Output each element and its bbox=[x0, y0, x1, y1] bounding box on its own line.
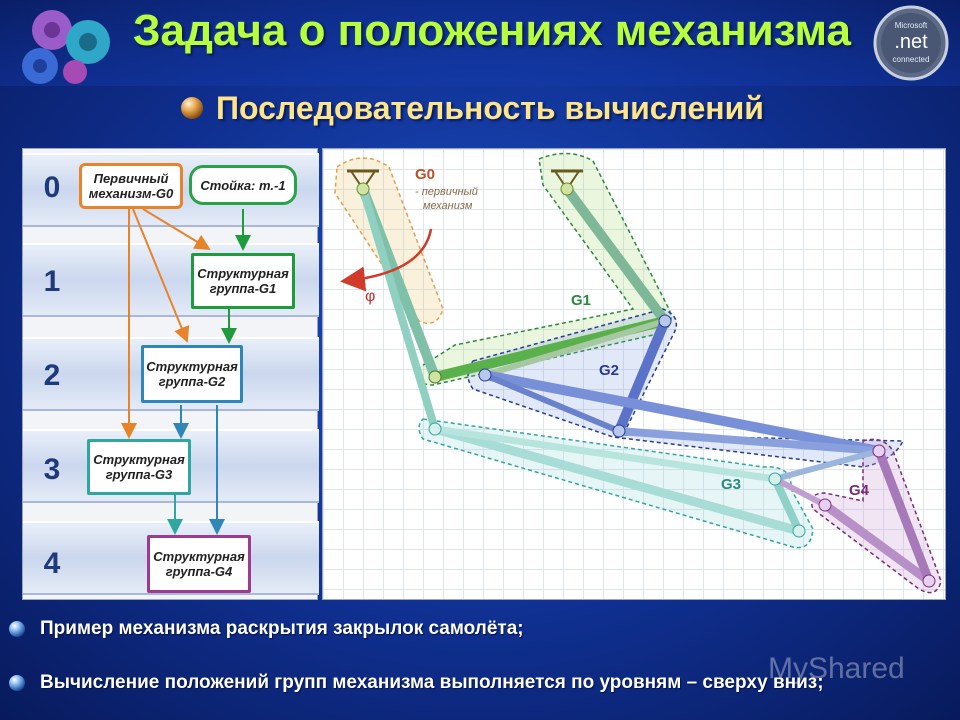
level-number-1: 1 bbox=[43, 265, 61, 298]
joint-d bbox=[478, 368, 492, 382]
link-g3-d bbox=[772, 448, 882, 482]
level-number-4: 4 bbox=[43, 547, 61, 580]
g0-desc-line1: - первичный bbox=[415, 186, 478, 198]
badge-brand-text: .net bbox=[894, 31, 928, 53]
link-g3-a bbox=[430, 424, 804, 536]
spacer bbox=[275, 309, 295, 324]
g0-label: G0 bbox=[415, 166, 435, 183]
g1-label: G1 bbox=[571, 292, 591, 309]
joint-k bbox=[818, 498, 832, 512]
g2-label: G2 bbox=[599, 362, 619, 379]
g3-box-line2: группа-G3 bbox=[105, 467, 173, 482]
watermark: MyShared bbox=[768, 652, 905, 685]
g2-box-line2: группа-G2 bbox=[158, 374, 226, 389]
badge-top-text: Microsoft bbox=[895, 21, 928, 30]
bullet-item-1: Пример механизма раскрытия закрылок само… bbox=[8, 618, 958, 640]
page-title: Задача о положениях механизма bbox=[132, 6, 851, 55]
header-band bbox=[0, 0, 960, 86]
stand-box-text: Стойка: т.-1 bbox=[200, 177, 286, 193]
link-g2-c bbox=[615, 427, 883, 455]
mechanism-drawing: G0 - первичный механизм φ G1 G2 G3 G4 bbox=[334, 152, 942, 594]
bullet-text-2: Вычисление положений групп механизма вып… bbox=[40, 672, 824, 693]
dotnet-connected-badge: Microsoft .net connected bbox=[873, 5, 949, 81]
link-g4-a bbox=[820, 500, 934, 586]
g3-box-line1: Структурная bbox=[93, 452, 185, 467]
link-g3-c bbox=[771, 475, 803, 535]
joint-b bbox=[560, 182, 574, 196]
gears-logo-icon bbox=[22, 10, 110, 84]
joint-h bbox=[768, 472, 782, 486]
mechanism-panel: G0 - первичный механизм φ G1 G2 G3 G4 bbox=[322, 148, 946, 600]
stand-box: Стойка: т.-1 bbox=[189, 165, 297, 205]
joint-f bbox=[612, 424, 626, 438]
link-g2-d bbox=[482, 372, 622, 434]
sphere-bullet-icon bbox=[9, 675, 25, 691]
subtitle: Последовательность вычислений bbox=[216, 89, 764, 126]
g1-box-line1: Структурная bbox=[197, 266, 289, 281]
joint-l bbox=[922, 574, 936, 588]
sphere-bullet-icon bbox=[181, 97, 203, 119]
joint-j bbox=[872, 444, 886, 458]
g4-box-line2: группа-G4 bbox=[165, 564, 233, 579]
joint-c bbox=[428, 370, 442, 384]
arrow-g0-g1 bbox=[142, 208, 211, 251]
link-crank-2 bbox=[359, 185, 439, 433]
primary-box-line1: Первичный bbox=[93, 171, 169, 186]
g4-label: G4 bbox=[849, 482, 870, 499]
bullet-item-2: Вычисление положений групп механизма вып… bbox=[8, 672, 958, 694]
g2-box-line1: Структурная bbox=[146, 359, 238, 374]
link-g4-b bbox=[874, 446, 934, 586]
link-g4-c bbox=[772, 476, 828, 508]
subtitle-row: Последовательность вычислений bbox=[180, 88, 764, 128]
level-number-3: 3 bbox=[43, 453, 61, 486]
g1-box-line2: группа-G1 bbox=[209, 281, 277, 296]
level-number-2: 2 bbox=[43, 359, 61, 392]
level-number-0: 0 bbox=[43, 171, 61, 204]
rotation-arrow-icon bbox=[340, 228, 433, 292]
bullet-text-1: Пример механизма раскрытия закрылок само… bbox=[40, 618, 524, 639]
arrow-g0-g2 bbox=[132, 208, 190, 343]
g3-label: G3 bbox=[721, 476, 741, 493]
link-g1-rocker bbox=[562, 184, 670, 326]
g0-desc-line2: механизм bbox=[423, 200, 473, 212]
badge-bottom-text: connected bbox=[893, 55, 930, 64]
g4-region bbox=[810, 438, 942, 594]
phi-label: φ bbox=[365, 288, 375, 305]
sphere-bullet-icon bbox=[9, 621, 25, 637]
joint-a bbox=[356, 182, 370, 196]
link-g2-b bbox=[480, 370, 884, 456]
link-g2-a bbox=[614, 316, 670, 436]
link-g3-b bbox=[431, 425, 779, 483]
g4-box-line1: Структурная bbox=[153, 549, 245, 564]
joint-i bbox=[792, 524, 806, 538]
primary-box-line2: механизм-G0 bbox=[88, 186, 174, 201]
joint-g bbox=[428, 422, 442, 436]
flow-arrows bbox=[121, 208, 295, 535]
link-g1-aux bbox=[482, 318, 668, 378]
joint-e bbox=[658, 314, 672, 328]
